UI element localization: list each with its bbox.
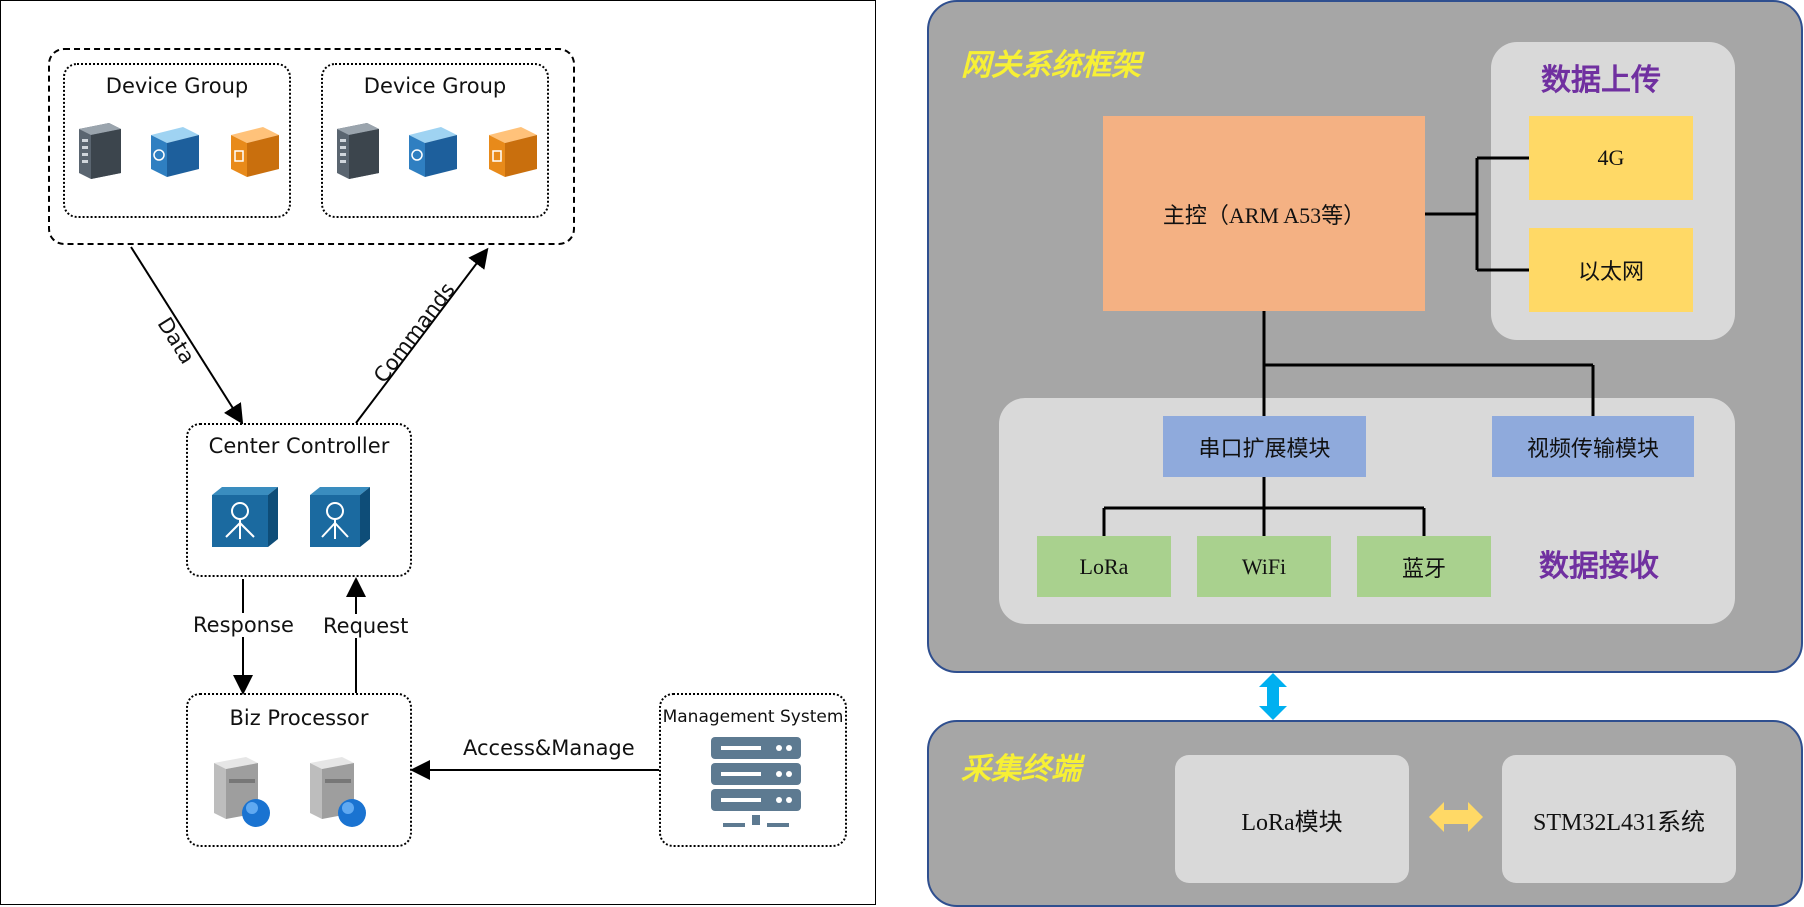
left-architecture-diagram: Device Group [0,0,876,905]
device-groups-container [48,48,575,245]
management-system-icons [711,737,801,827]
biz-processor: Biz Processor [186,693,412,847]
video-transmission-block: 视频传输模块 [1492,416,1694,477]
terminal-title: 采集终端 [961,752,1081,787]
device-group-1-icons [79,123,279,179]
device-group-1: Device Group [63,63,291,218]
device-group-2-title: Device Group [363,74,507,98]
upload-title: 数据上传 [1541,63,1661,98]
device-group-1-title: Device Group [105,74,249,98]
receive-title: 数据接收 [1539,549,1659,584]
request-edge-label: Request [323,614,409,638]
device-group-2: Device Group [321,63,549,218]
upload-4g-block: 4G [1529,116,1693,200]
rack-server-icon [711,737,801,827]
response-edge-label: Response [193,613,294,637]
gateway-frame: 网关系统框架 数据上传 数据接收 主控（ARM A53等） 4G 以太网 串口扩… [927,0,1803,673]
center-controller-title: Center Controller [208,434,390,458]
wifi-block: WiFi [1197,536,1331,597]
center-controller: Center Controller [186,423,412,577]
controller-cube-icon [212,487,278,547]
access-manage-edge-label: Access&Manage [463,736,635,760]
globe-server-icon [214,757,270,827]
gateway-terminal-link-arrow [1259,673,1287,720]
left-arrows [130,246,659,780]
chart-cube-icon [489,127,537,177]
bluetooth-block: 蓝牙 [1357,536,1491,597]
gateway-title: 网关系统框架 [961,48,1141,83]
data-arrow [130,246,244,425]
main-control-block: 主控（ARM A53等） [1103,116,1425,311]
clock-cube-icon [151,127,199,177]
serial-expansion-block: 串口扩展模块 [1163,416,1366,477]
biz-processor-icons [214,757,366,827]
server-icon [79,123,121,179]
center-controller-icons [212,487,370,547]
biz-processor-title: Biz Processor [229,706,369,730]
server-icon [337,123,379,179]
device-group-2-icons [337,123,537,179]
chart-cube-icon [231,127,279,177]
upload-ethernet-block: 以太网 [1529,228,1693,312]
management-system-title: Management System [662,707,844,727]
clock-cube-icon [409,127,457,177]
terminal-frame: 采集终端 LoRa模块 STM32L431系统 [927,720,1803,907]
gateway-connectors [1102,156,1595,536]
commands-arrow [355,247,489,424]
management-system: Management System [659,693,847,847]
globe-server-icon [310,757,366,827]
lora-mcu-link-arrow [1429,802,1483,832]
lora-block: LoRa [1037,536,1171,597]
mcu-system-block: STM32L431系统 [1502,755,1736,883]
lora-module-block: LoRa模块 [1175,755,1409,883]
controller-cube-icon [310,487,370,547]
